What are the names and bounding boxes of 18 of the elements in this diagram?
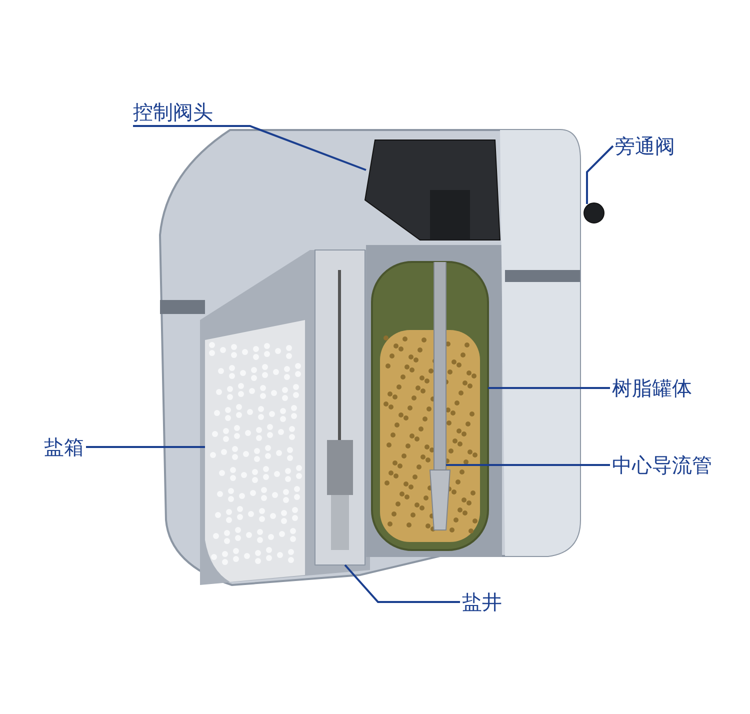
part-label: 中心导流管 bbox=[612, 452, 712, 478]
control-valve-head-drawing bbox=[364, 140, 501, 240]
part-label: 旁通阀 bbox=[615, 133, 675, 159]
salt-pile-drawing bbox=[205, 320, 305, 582]
leader-line bbox=[133, 125, 366, 171]
leader-line bbox=[446, 464, 610, 466]
leader-line bbox=[344, 564, 460, 603]
leader-line bbox=[586, 145, 614, 204]
part-label: 控制阀头 bbox=[133, 99, 213, 125]
part-label: 树脂罐体 bbox=[612, 375, 692, 401]
part-label: 盐箱 bbox=[44, 434, 84, 460]
center-tube-drawing bbox=[429, 262, 451, 530]
resin-tank-drawing bbox=[371, 261, 489, 551]
brine-well-drawing bbox=[314, 250, 366, 566]
leader-line bbox=[86, 446, 205, 448]
part-label: 盐井 bbox=[462, 589, 502, 615]
leader-line bbox=[488, 387, 610, 389]
bypass-valve-knob-drawing bbox=[584, 202, 604, 224]
